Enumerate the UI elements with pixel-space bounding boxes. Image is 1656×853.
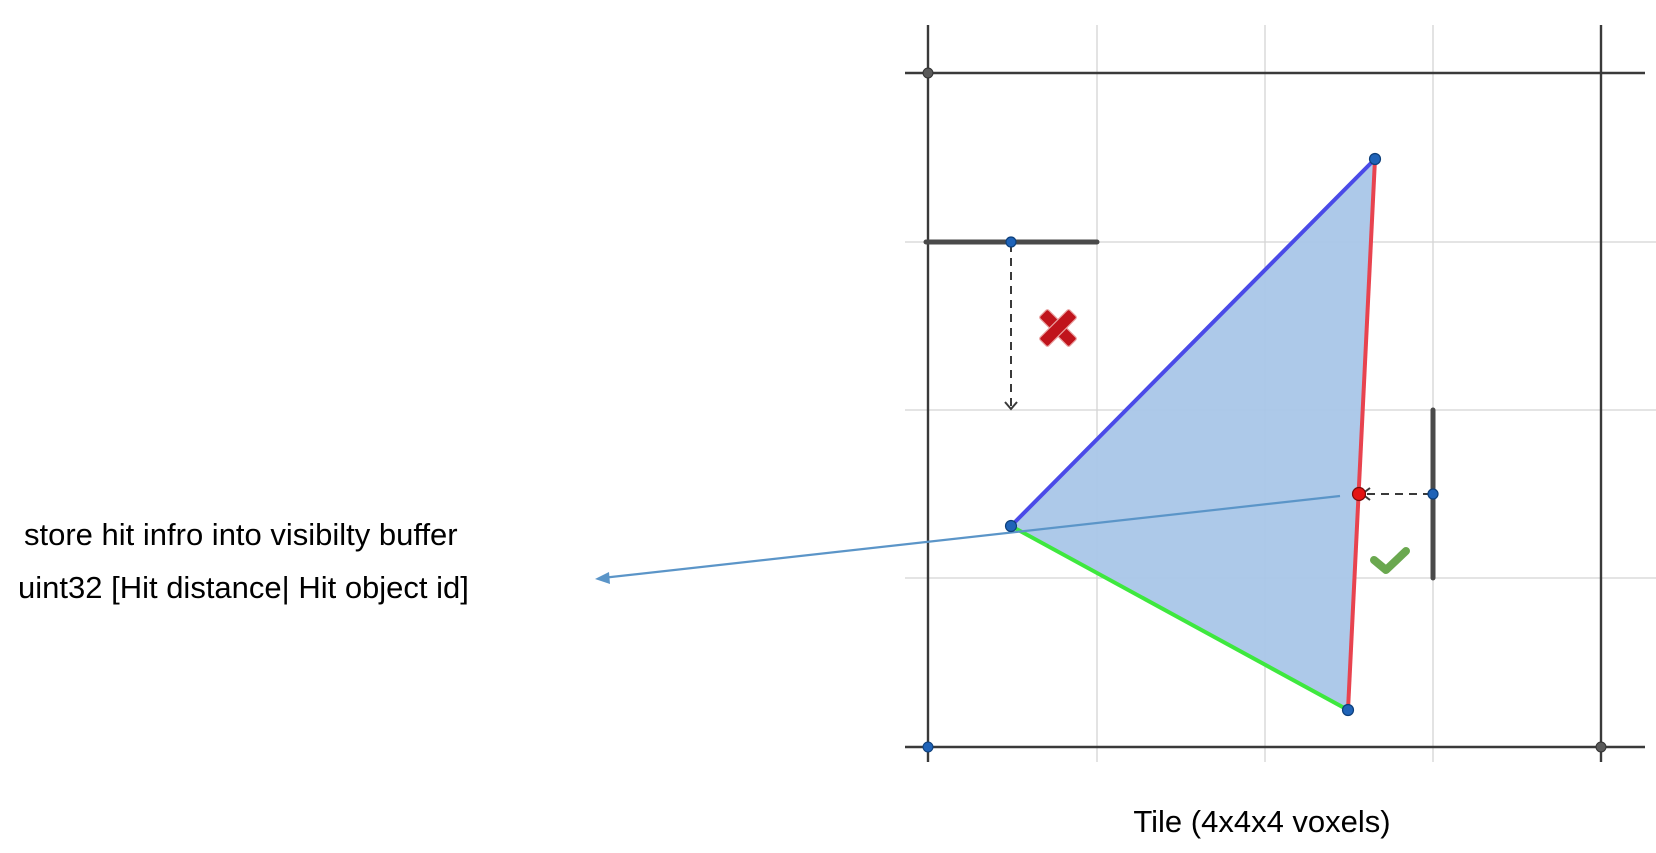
corner-point-origin (922, 741, 934, 753)
pointer-line (601, 494, 1341, 580)
check-icon (1370, 547, 1410, 574)
tile-caption: Tile (4x4x4 voxels) (1133, 804, 1390, 839)
tile-border (905, 25, 1645, 762)
triangle-edge-lower (1010, 524, 1349, 712)
annotation-line-1: store hit infro into visibilty buffer (24, 517, 458, 552)
probe-ray-left-arrowhead (1004, 401, 1018, 411)
probe-origin-point (1005, 236, 1017, 248)
tile-corner-points (922, 67, 1607, 753)
probe-origin-point (1427, 488, 1439, 500)
vertex-point (1341, 703, 1355, 717)
corner-point (922, 67, 934, 79)
triangle-fill (1011, 159, 1375, 710)
cross-icon (1039, 309, 1077, 347)
annotation-line-2: uint32 [Hit distance| Hit object id] (18, 570, 469, 605)
hit-point (1351, 486, 1367, 502)
triangle-edge-upper (1009, 157, 1377, 528)
vertex-point (1004, 519, 1018, 533)
corner-point (1595, 741, 1607, 753)
triangle-vertices (1004, 152, 1439, 717)
pointer-arrowhead (595, 572, 610, 584)
vertex-point (1368, 152, 1382, 166)
triangle-edge-right (1346, 158, 1377, 711)
